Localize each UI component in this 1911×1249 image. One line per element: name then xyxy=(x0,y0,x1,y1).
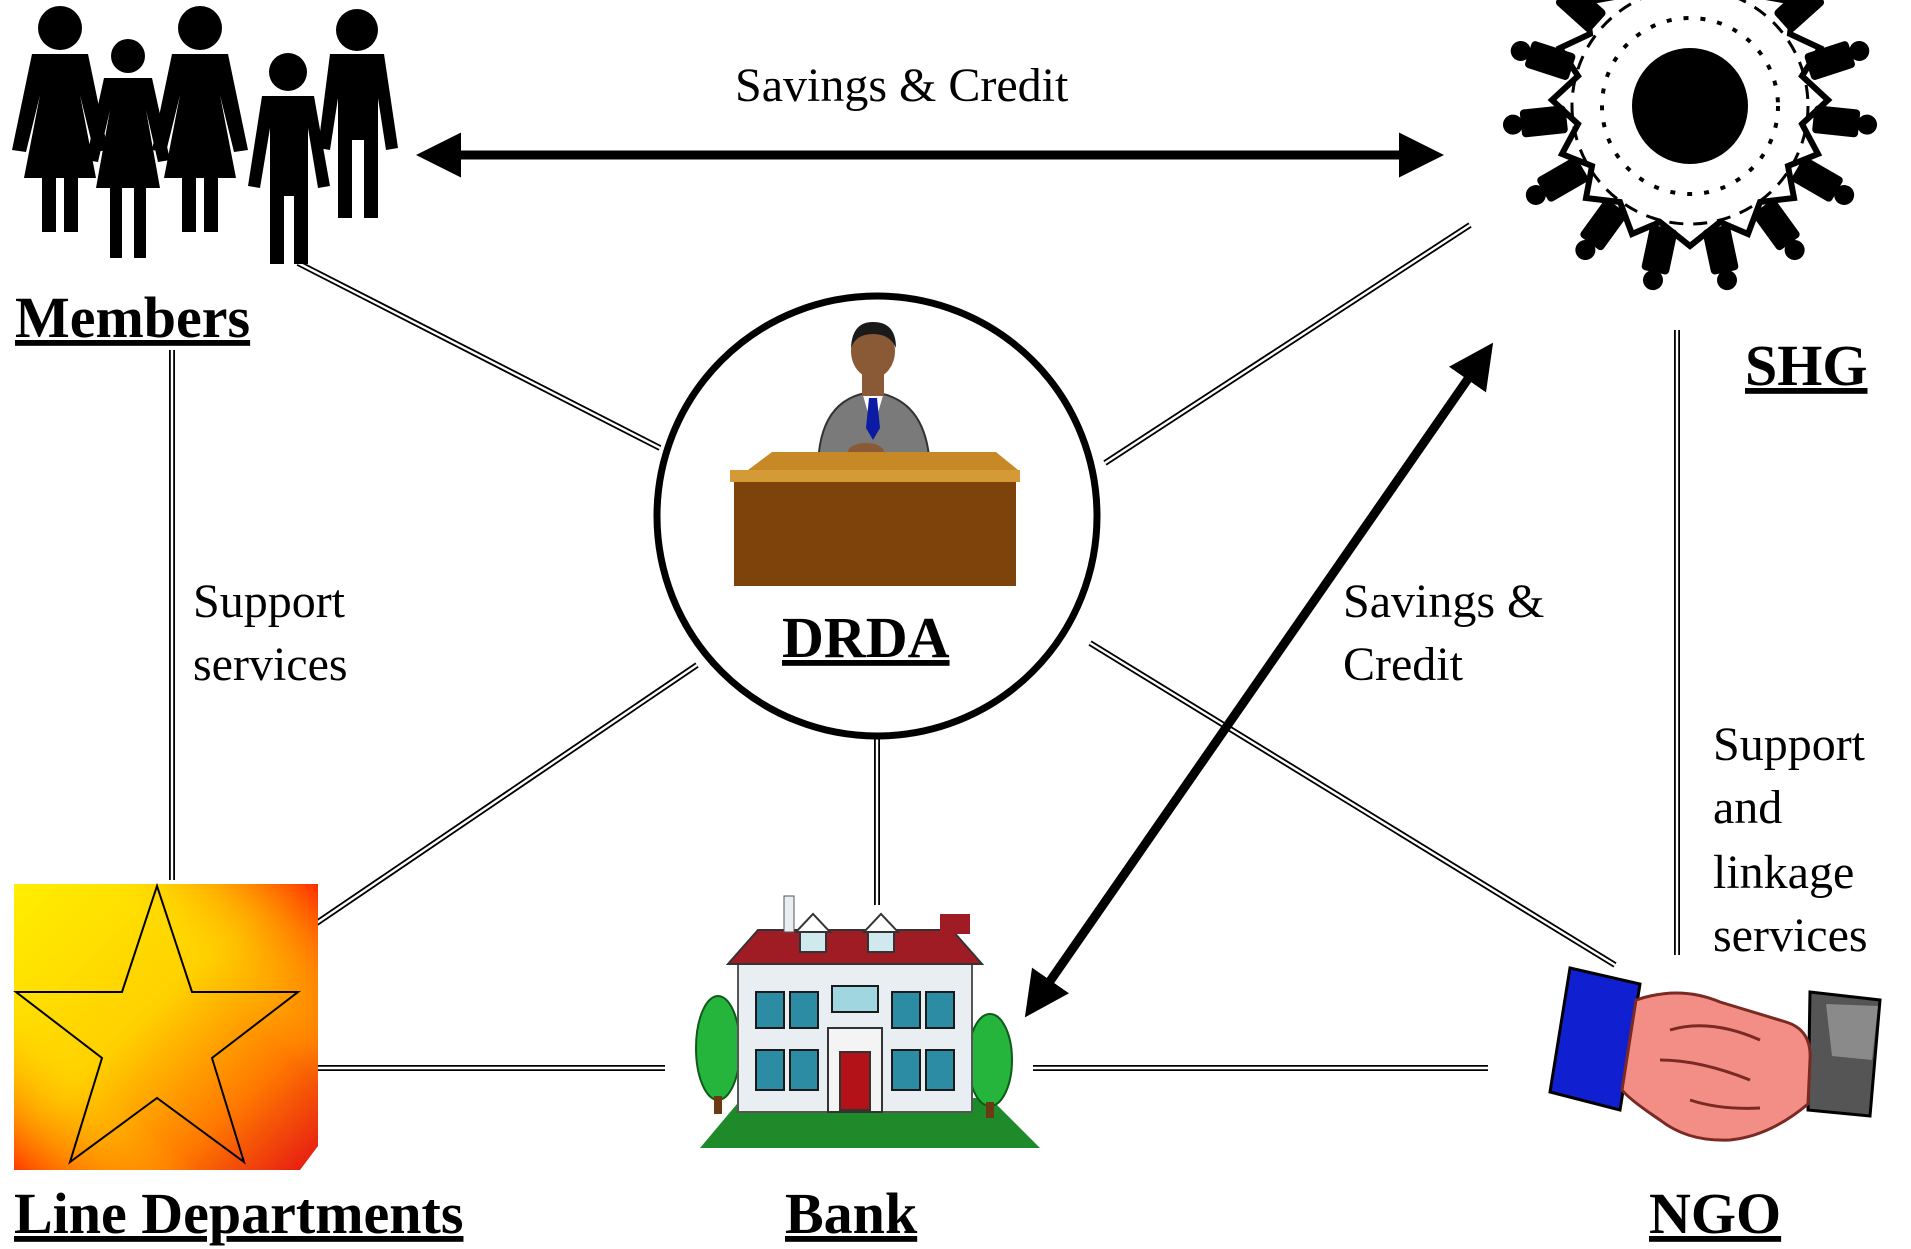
bank-label: Bank xyxy=(785,1181,918,1246)
edge-label-shg-ngo: Support and linkage services xyxy=(1713,718,1877,962)
edge-label-shg-ngo-line3: linkage xyxy=(1713,846,1854,899)
star-badge-icon xyxy=(13,882,318,1170)
edge-label-shg-ngo-line2: and xyxy=(1713,781,1782,834)
handshake-icon xyxy=(1548,966,1882,1142)
members-label: Members xyxy=(15,285,250,350)
edge-label-shg-bank: Savings & Credit xyxy=(1343,575,1556,691)
circle-of-people-icon xyxy=(1502,0,1878,291)
ngo-label: NGO xyxy=(1649,1181,1781,1246)
official-at-desk-icon xyxy=(730,322,1020,586)
edge-shg-drda xyxy=(1103,222,1472,466)
edge-label-shg-ngo-line4: services xyxy=(1713,909,1868,962)
line-departments-label: Line Departments xyxy=(14,1181,463,1246)
edge-label-shg-bank-line2: Credit xyxy=(1343,638,1464,691)
bank-building-icon xyxy=(695,895,1040,1148)
edge-label-members-line: Support services xyxy=(193,575,357,691)
shg-label: SHG xyxy=(1745,333,1868,398)
edge-label-members-line-line2: services xyxy=(193,638,348,691)
edge-label-members-line-line1: Support xyxy=(193,575,346,628)
arrow-shg-bank xyxy=(1024,342,1494,1018)
people-group-icon xyxy=(12,6,398,264)
edge-members-drda xyxy=(296,260,662,451)
drda-node: DRDA xyxy=(653,292,1101,740)
edge-label-shg-bank-line1: Savings & xyxy=(1343,575,1544,628)
edge-label-members-shg: Savings & Credit xyxy=(735,59,1069,112)
edge-label-shg-ngo-line1: Support xyxy=(1713,718,1866,771)
drda-label: DRDA xyxy=(782,605,950,670)
